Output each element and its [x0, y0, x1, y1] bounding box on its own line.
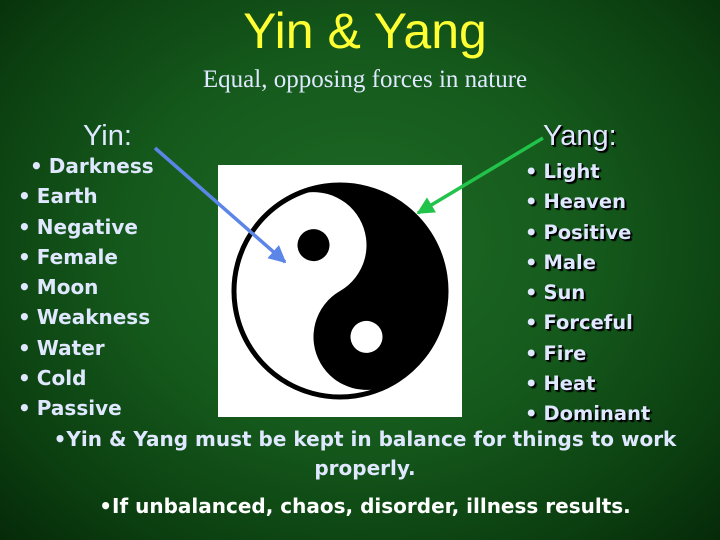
yin-item: •Earth — [18, 181, 154, 211]
bullet: • — [525, 402, 538, 426]
bullet: • — [525, 220, 538, 244]
bullet: • — [18, 184, 31, 209]
bullet: • — [525, 190, 538, 214]
yin-item-label: Earth — [36, 184, 98, 209]
slide-subtitle: Equal, opposing forces in nature — [202, 66, 528, 93]
yin-yang-icon — [231, 182, 449, 400]
bullet: • — [18, 366, 31, 391]
bullet: • — [525, 160, 538, 183]
bullet: • — [18, 305, 31, 330]
yin-heading: Yin: — [83, 120, 132, 152]
yang-item: •Forceful — [525, 308, 650, 338]
yang-item-label: Positive — [543, 220, 632, 244]
yang-list: •Light •Heaven •Positive •Male •Sun •For… — [525, 157, 650, 430]
yin-item: •Negative — [18, 212, 154, 242]
yang-item: •Dominant — [525, 399, 650, 429]
yang-item: •Male — [525, 248, 650, 278]
yang-item-label: Dominant — [543, 402, 651, 426]
bullet: • — [525, 281, 538, 305]
slide-title: Yin & Yang — [243, 3, 487, 59]
yin-item-label: Moon — [36, 275, 99, 300]
yin-item: •Water — [18, 333, 154, 363]
yin-item-label: Passive — [36, 396, 122, 421]
yin-item: •Passive — [18, 393, 154, 423]
yang-item: •Heaven — [525, 187, 650, 217]
yang-item: •Positive — [525, 218, 650, 248]
yang-item: •Fire — [525, 339, 650, 369]
bullet: • — [18, 335, 31, 360]
yin-item: •Weakness — [18, 302, 154, 332]
bullet: • — [18, 275, 31, 300]
yang-item-label: Sun — [543, 281, 586, 305]
bullet: • — [18, 214, 31, 239]
yang-item: •Sun — [525, 278, 650, 308]
bullet: • — [18, 244, 31, 269]
yin-item: •Cold — [18, 363, 154, 393]
yin-item: •Darkness — [30, 151, 154, 181]
bullet: • — [525, 250, 538, 274]
yang-item-label: Heaven — [543, 190, 626, 214]
bullet: • — [30, 154, 43, 178]
yang-item: •Heat — [525, 369, 650, 399]
unbalanced-note: •If unbalanced, chaos, disorder, illness… — [99, 494, 631, 518]
yin-item-label: Negative — [36, 214, 138, 239]
bullet: • — [525, 341, 538, 365]
yang-item-label: Fire — [543, 341, 587, 365]
yin-yang-symbol — [218, 165, 462, 417]
yang-item-label: Male — [543, 250, 596, 274]
yin-item: •Female — [18, 242, 154, 272]
yin-item-label: Female — [36, 244, 118, 269]
bullet: • — [525, 372, 538, 396]
yin-item-label: Water — [36, 335, 105, 360]
yang-item-label: Forceful — [543, 311, 633, 335]
yin-item-label: Weakness — [36, 305, 151, 330]
yang-item-label: Heat — [543, 372, 596, 396]
bullet: • — [18, 396, 31, 421]
yang-item-label: Light — [543, 160, 600, 183]
yin-item-label: Darkness — [48, 154, 154, 178]
yin-item: •Moon — [18, 272, 154, 302]
bullet: • — [525, 311, 538, 335]
balance-note: •Yin & Yang must be kept in balance for … — [53, 427, 677, 480]
yang-item: •Light — [525, 157, 650, 187]
yin-item-label: Cold — [36, 366, 87, 391]
yang-heading: Yang: — [543, 120, 617, 152]
yin-list: •Darkness •Earth •Negative •Female •Moon… — [18, 151, 154, 424]
